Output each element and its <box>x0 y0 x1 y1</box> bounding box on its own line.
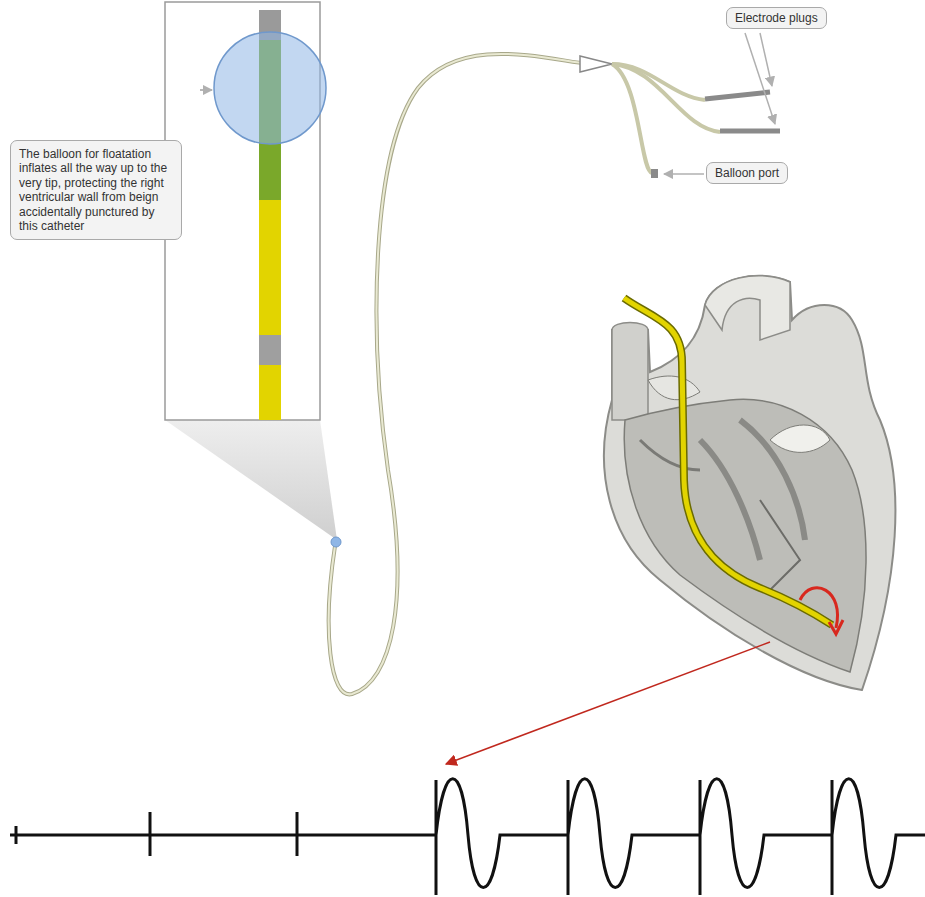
catheter-in-heart <box>446 298 843 764</box>
ecg-trace <box>10 779 925 895</box>
callout-box: The balloon for floatation inflates all … <box>10 140 182 240</box>
callout-text: Balloon port <box>715 166 779 180</box>
callout-text: The balloon for floatation inflates all … <box>19 147 173 233</box>
leader-arrows <box>664 33 775 174</box>
label-box: Balloon port <box>706 162 788 184</box>
callout-text: Electrode plugs <box>735 11 818 25</box>
label-box: Electrode plugs <box>726 7 827 29</box>
heart <box>604 276 895 690</box>
zoom-inset <box>165 2 337 540</box>
